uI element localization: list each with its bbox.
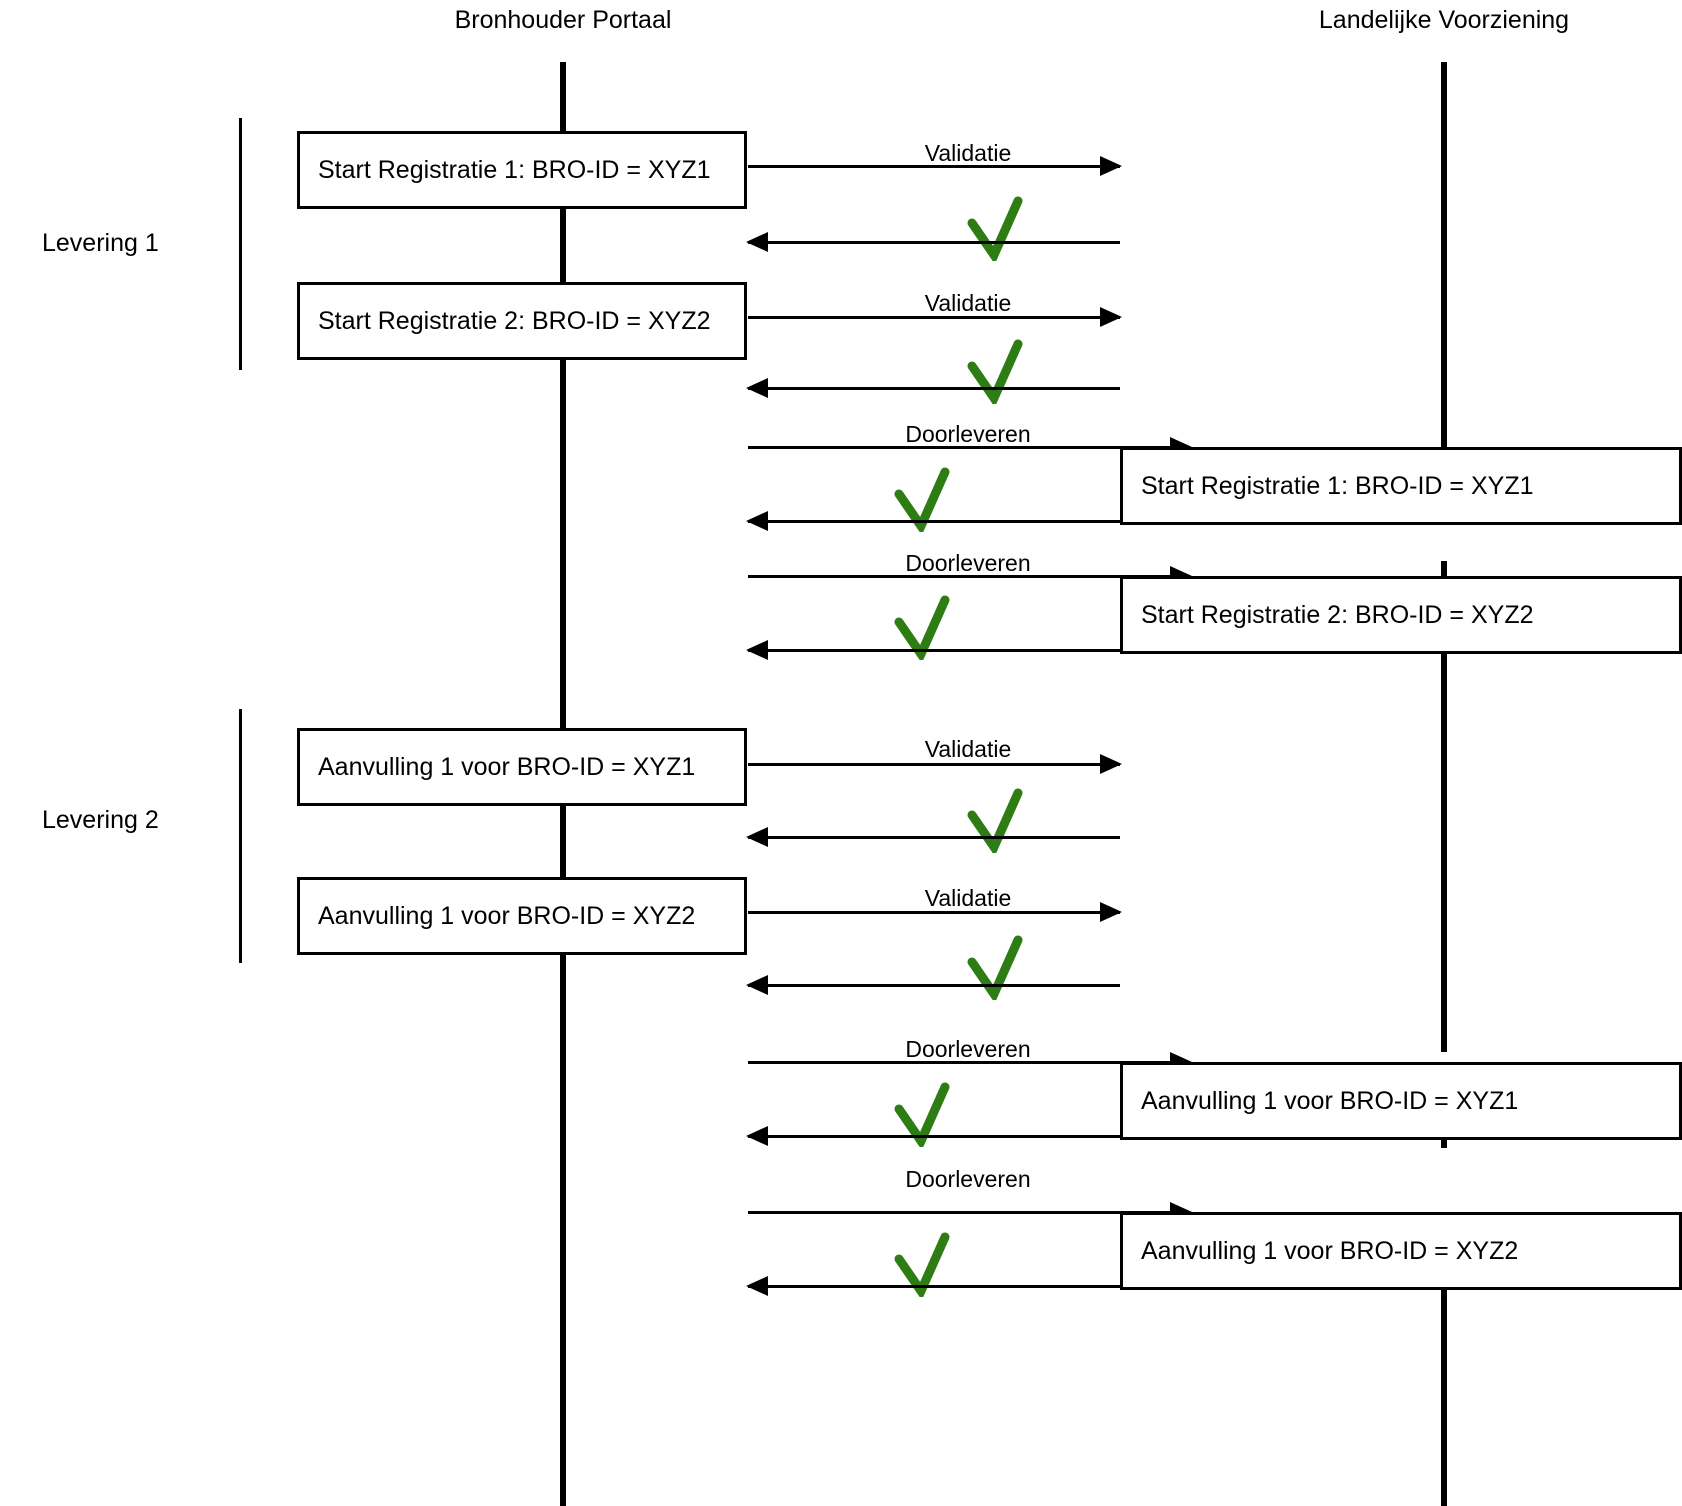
message-box-start-registratie-2-left[interactable]: Start Registratie 2: BRO-ID = XYZ2 <box>297 282 747 360</box>
lifeline-bronhouder-seg-3 <box>560 352 566 734</box>
message-box-start-registratie-2-right[interactable]: Start Registratie 2: BRO-ID = XYZ2 <box>1120 576 1682 654</box>
arrowhead-right-icon <box>1100 307 1122 327</box>
group-label-levering-1: Levering 1 <box>42 229 159 257</box>
arrow-label-doorleveren-1: Doorleveren <box>905 421 1031 447</box>
arrow-label-validatie-4: Validatie <box>924 885 1012 911</box>
arrow-label-doorleveren-2: Doorleveren <box>905 550 1031 576</box>
arrow-label-doorleveren-4: Doorleveren <box>905 1166 1031 1192</box>
group-bracket-levering-2 <box>239 709 242 963</box>
arrowhead-right-icon <box>1100 156 1122 176</box>
lane-title-bronhouder: Bronhouder Portaal <box>454 6 672 34</box>
check-mark-icon-4 <box>893 594 953 660</box>
arrow-label-validatie-3: Validatie <box>924 736 1012 762</box>
arrowhead-left-icon <box>746 511 768 531</box>
arrow-validatie-2-return <box>746 378 1120 398</box>
check-mark-icon-2 <box>966 338 1026 404</box>
arrow-label-doorleveren-3: Doorleveren <box>905 1036 1031 1062</box>
arrowhead-left-icon <box>746 1126 768 1146</box>
lane-title-landelijke: Landelijke Voorziening <box>1318 6 1570 34</box>
arrow-label-validatie-2: Validatie <box>924 290 1012 316</box>
arrowhead-right-icon <box>1100 902 1122 922</box>
message-box-label: Start Registratie 2: BRO-ID = XYZ2 <box>318 307 711 335</box>
arrow-validatie-3-return <box>746 827 1120 847</box>
check-mark-icon-5 <box>966 787 1026 853</box>
lifeline-bronhouder-seg-5 <box>560 948 566 1506</box>
arrow-validatie-1-return <box>746 232 1120 252</box>
arrowhead-left-icon <box>746 232 768 252</box>
message-box-label: Aanvulling 1 voor BRO-ID = XYZ1 <box>318 753 696 781</box>
message-box-label: Aanvulling 1 voor BRO-ID = XYZ2 <box>1141 1237 1519 1265</box>
lifeline-bronhouder-seg-4 <box>560 798 566 880</box>
arrowhead-left-icon <box>746 640 768 660</box>
lifeline-bronhouder-seg-1 <box>560 62 566 142</box>
message-box-aanvulling-1-xyz2-left[interactable]: Aanvulling 1 voor BRO-ID = XYZ2 <box>297 877 747 955</box>
arrow-validatie-4-return <box>746 975 1120 995</box>
lifeline-landelijke-seg-3 <box>1441 653 1447 1052</box>
arrowhead-left-icon <box>746 378 768 398</box>
arrow-validatie-4-outbound <box>748 902 1122 922</box>
arrowhead-left-icon <box>746 1276 768 1296</box>
message-box-start-registratie-1-right[interactable]: Start Registratie 1: BRO-ID = XYZ1 <box>1120 447 1682 525</box>
arrow-label-validatie-1: Validatie <box>924 140 1012 166</box>
message-box-label: Start Registratie 1: BRO-ID = XYZ1 <box>318 156 711 184</box>
lifeline-landelijke-seg-5 <box>1441 1283 1447 1506</box>
message-box-aanvulling-1-xyz2-right[interactable]: Aanvulling 1 voor BRO-ID = XYZ2 <box>1120 1212 1682 1290</box>
message-box-label: Aanvulling 1 voor BRO-ID = XYZ1 <box>1141 1087 1519 1115</box>
arrowhead-left-icon <box>746 975 768 995</box>
arrow-doorleveren-2-return <box>746 640 1120 660</box>
message-box-label: Start Registratie 1: BRO-ID = XYZ1 <box>1141 472 1534 500</box>
arrow-doorleveren-4-return <box>746 1276 1120 1296</box>
check-mark-icon-1 <box>966 195 1026 261</box>
lifeline-bronhouder-seg-2 <box>560 200 566 286</box>
check-mark-icon-3 <box>893 466 953 532</box>
arrow-validatie-2-outbound <box>748 307 1122 327</box>
lifeline-landelijke-seg-1 <box>1441 62 1447 480</box>
message-box-aanvulling-1-xyz1-left[interactable]: Aanvulling 1 voor BRO-ID = XYZ1 <box>297 728 747 806</box>
check-mark-icon-6 <box>966 934 1026 1000</box>
message-box-label: Start Registratie 2: BRO-ID = XYZ2 <box>1141 601 1534 629</box>
message-box-label: Aanvulling 1 voor BRO-ID = XYZ2 <box>318 902 696 930</box>
arrow-validatie-1-outbound <box>748 156 1122 176</box>
arrowhead-right-icon <box>1100 754 1122 774</box>
arrow-validatie-3-outbound <box>748 754 1122 774</box>
check-mark-icon-8 <box>893 1231 953 1297</box>
lifeline-landelijke-seg-4 <box>1441 1133 1447 1148</box>
group-bracket-levering-1 <box>239 118 242 370</box>
group-label-levering-2: Levering 2 <box>42 806 159 834</box>
check-mark-icon-7 <box>893 1081 953 1147</box>
lifeline-landelijke-seg-2 <box>1441 561 1447 576</box>
arrowhead-left-icon <box>746 827 768 847</box>
message-box-start-registratie-1-left[interactable]: Start Registratie 1: BRO-ID = XYZ1 <box>297 131 747 209</box>
arrow-doorleveren-1-return <box>746 511 1120 531</box>
message-box-aanvulling-1-xyz1-right[interactable]: Aanvulling 1 voor BRO-ID = XYZ1 <box>1120 1062 1682 1140</box>
arrow-doorleveren-3-return <box>746 1126 1120 1146</box>
